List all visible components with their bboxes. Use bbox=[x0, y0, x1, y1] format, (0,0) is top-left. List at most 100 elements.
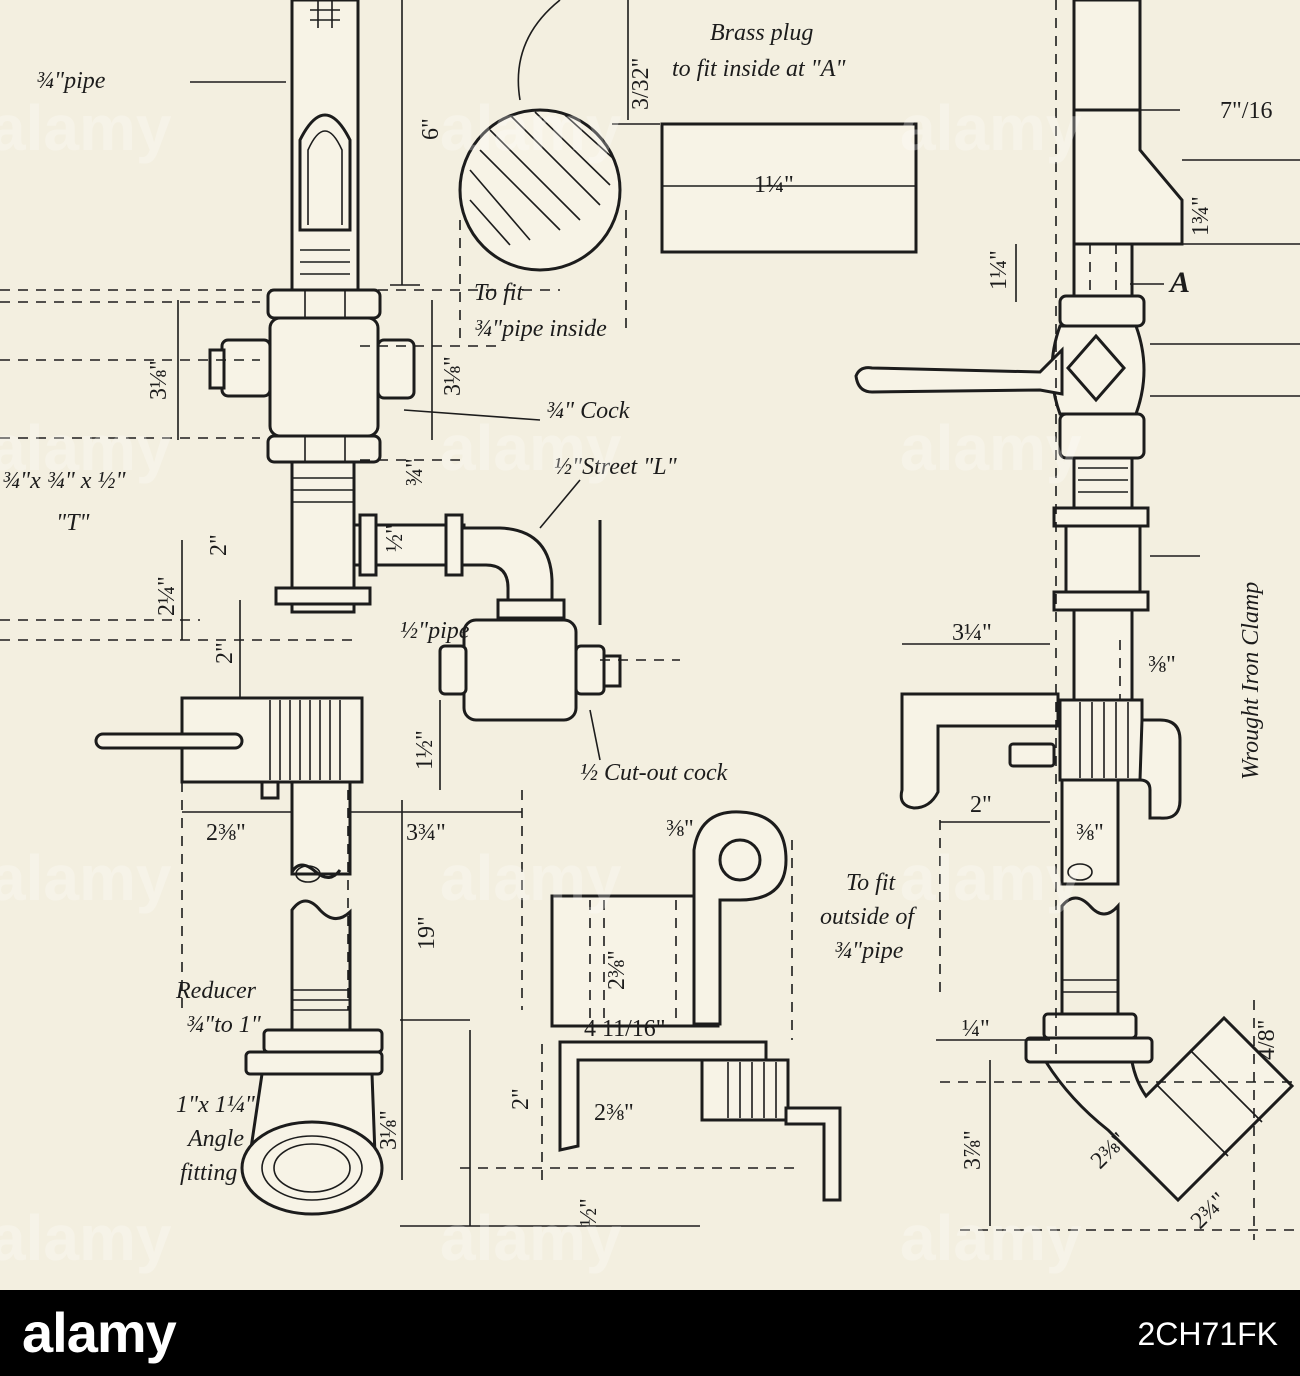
right-thread bbox=[1072, 456, 1134, 510]
label-reducer-2: ¾"to 1" bbox=[186, 1012, 262, 1038]
watermark-5: alamy bbox=[440, 412, 622, 484]
label-cutout-cock: ½ Cut-out cock bbox=[580, 760, 728, 786]
dim-31-8 bbox=[177, 300, 433, 440]
pipe-a-hidden bbox=[1089, 244, 1117, 296]
right-dash-guides bbox=[940, 1000, 1300, 1240]
dim-3-32: 3/32" bbox=[628, 58, 654, 110]
brass-plug-detail bbox=[458, 0, 918, 340]
clamp-foot bbox=[784, 1106, 842, 1202]
leader-street-l bbox=[539, 479, 581, 529]
pipe-break-top bbox=[290, 863, 342, 879]
label-angle-1: 1"x 1¼" bbox=[176, 1092, 256, 1118]
label-street-l: ½"Street "L" bbox=[554, 454, 678, 480]
right-thread-lines bbox=[1078, 467, 1128, 493]
hex-nut-lower bbox=[266, 434, 382, 464]
plug-hatching bbox=[469, 111, 616, 246]
label-brass-plug-2: to fit inside at "A" bbox=[672, 56, 846, 82]
break-hole bbox=[295, 865, 321, 883]
dim-2-3-8-b: 2⅜" bbox=[604, 950, 630, 990]
dim-1-2: ½" bbox=[382, 524, 408, 552]
right-cock-diamond bbox=[1066, 333, 1126, 403]
clamp-detail bbox=[460, 810, 842, 1202]
label-angle-3: fitting bbox=[180, 1160, 237, 1186]
watermark-7: alamy bbox=[0, 842, 172, 914]
plug-dim-vertical bbox=[612, 0, 660, 125]
right-collar-2 bbox=[1052, 590, 1150, 612]
right-mid-pipe bbox=[1072, 608, 1134, 704]
right-lower-nut bbox=[1042, 1012, 1138, 1040]
label-to-fit-out-3: ¾"pipe bbox=[834, 938, 904, 964]
nut-lower-facets bbox=[304, 436, 346, 462]
clamp-ribs bbox=[269, 700, 341, 780]
label-brass-plug: Brass plug bbox=[710, 20, 813, 46]
right-lower-thread bbox=[1062, 979, 1118, 993]
dim-3-1-8-a: 3⅛" bbox=[146, 360, 172, 400]
clamp-hidden bbox=[589, 900, 677, 1024]
reducer-nut bbox=[262, 1028, 384, 1054]
dim-19: 19" bbox=[414, 916, 440, 950]
watermark-layer: alamy alamy alamy alamy alamy alamy alam… bbox=[0, 92, 1082, 1274]
dim-13-4: 1¾" bbox=[1188, 196, 1214, 236]
right-angle-fitting bbox=[1043, 1015, 1295, 1203]
dim-2-a: 2" bbox=[206, 534, 232, 556]
dim-six: 6" bbox=[418, 118, 444, 140]
cutout-stem bbox=[602, 654, 622, 688]
dim-3-8-r2: ⅜" bbox=[1076, 820, 1104, 846]
right-center-dash bbox=[1055, 0, 1121, 1060]
dim-2-b: 2" bbox=[212, 642, 238, 664]
angle-opening-inner bbox=[261, 1135, 363, 1201]
dash-guides-mid bbox=[0, 619, 680, 661]
label-to-fit-1: To fit bbox=[474, 280, 524, 306]
right-pipe-a bbox=[1072, 242, 1134, 298]
dim-7-16: 7"/16 bbox=[1220, 98, 1272, 124]
clamp-hook bbox=[558, 1040, 768, 1152]
reducer-thread bbox=[292, 989, 350, 1011]
dim-3-4: ¾" bbox=[402, 458, 428, 486]
dim-lower bbox=[400, 1019, 700, 1227]
tee-thread bbox=[292, 477, 354, 503]
watermark-1: alamy bbox=[0, 92, 172, 164]
dim-1-1-2: 1½" bbox=[412, 730, 438, 770]
clamp-body bbox=[550, 894, 720, 1028]
leader-cock bbox=[403, 409, 541, 421]
label-half-pipe: ½"pipe bbox=[400, 618, 470, 644]
text-labels: ¾"pipe Brass plug to fit inside at "A" T… bbox=[2, 20, 1264, 1186]
watermark-3: alamy bbox=[900, 92, 1082, 164]
plug-side-view bbox=[660, 122, 918, 254]
dim-1-4-r: ¼" bbox=[962, 1016, 990, 1042]
pipe-cutaway bbox=[298, 113, 352, 232]
right-pipe-break bbox=[1060, 896, 1120, 1014]
dim-3-8-r: ⅜" bbox=[1148, 652, 1176, 678]
plug-dash bbox=[459, 210, 627, 340]
dim-4-8: 4/8" bbox=[1254, 1020, 1280, 1060]
clamp-jaw-ribs bbox=[727, 1062, 777, 1118]
right-assembly bbox=[854, 0, 1300, 1240]
angle-nut bbox=[244, 1050, 384, 1076]
right-clamp-screw bbox=[1008, 742, 1056, 768]
cock-plug-right bbox=[376, 338, 416, 400]
clamp-pin bbox=[260, 780, 280, 800]
right-break-hole bbox=[1067, 863, 1093, 881]
nut-facets bbox=[304, 290, 346, 318]
clamp-handle bbox=[94, 732, 244, 750]
brand-logo[interactable]: alamy bbox=[22, 1301, 177, 1364]
right-bushing bbox=[1072, 108, 1184, 246]
dim-2-r: 2" bbox=[970, 792, 992, 818]
label-pipe-top: ¾"pipe bbox=[36, 68, 106, 94]
branch-flange-2 bbox=[444, 513, 464, 577]
watermark-8: alamy bbox=[440, 842, 622, 914]
clamp-eye-hole bbox=[718, 838, 762, 882]
plug-section bbox=[458, 108, 622, 272]
cutout-cock bbox=[462, 618, 578, 722]
dash-verticals bbox=[181, 782, 523, 1010]
pipe-break-bottom bbox=[290, 899, 352, 1030]
right-dim-horizontal bbox=[902, 643, 1050, 823]
watermark-2: alamy bbox=[440, 92, 622, 164]
dash-guides-top bbox=[0, 289, 560, 461]
footer-bar: alamy 2CH71FK bbox=[0, 1290, 1300, 1376]
label-reducer-1: Reducer bbox=[175, 978, 257, 1004]
dim-3-3-4: 3¾" bbox=[406, 820, 446, 846]
dim-3-7-8: 3⅞" bbox=[960, 1130, 986, 1170]
lower-pipe bbox=[290, 780, 352, 876]
cock-body bbox=[268, 316, 380, 438]
